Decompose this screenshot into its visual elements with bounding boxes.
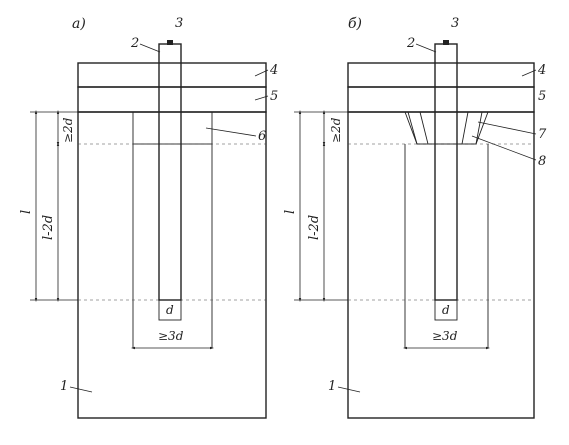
grout-pocket — [132, 111, 213, 145]
dim-l-b: l — [283, 210, 298, 214]
dim-width-a: ≥3d — [158, 329, 184, 343]
label-5-b: 5 — [538, 89, 546, 104]
top-slab — [347, 62, 535, 88]
bolt-tip — [167, 40, 173, 45]
leader-4-b — [521, 69, 537, 77]
leader-7-b — [477, 121, 537, 135]
label-8-b: 8 — [538, 154, 546, 169]
bedding-layer — [77, 86, 267, 113]
dim-width-b: ≥3d — [432, 329, 458, 343]
leader-4-a — [254, 69, 269, 77]
panel-b: б) d ≥3d l l-2d ≥2d 2 3 4 5 7 8 — [283, 16, 547, 419]
dim-d-b: d — [442, 303, 450, 317]
label-2-b: 2 — [406, 36, 415, 51]
leader-8-b — [471, 135, 537, 161]
label-7-b: 7 — [538, 127, 547, 142]
concrete-base — [77, 111, 267, 419]
label-2-a: 2 — [130, 36, 139, 51]
anchor-bolt — [434, 43, 458, 301]
anchor-bolt — [158, 43, 182, 301]
top-slab — [77, 62, 267, 88]
bolt-tip — [443, 40, 449, 45]
label-1-a: 1 — [60, 379, 68, 394]
leader-5-a — [254, 95, 269, 101]
panel-b-title: б) — [348, 16, 362, 32]
panel-a: а) d ≥3d l l-2d ≥2d 2 3 — [19, 16, 278, 419]
leader-1-b — [337, 386, 361, 393]
leader-2-b — [415, 43, 437, 53]
label-3-a: 3 — [175, 16, 183, 31]
label-5-a: 5 — [270, 89, 278, 104]
label-4-a: 4 — [269, 63, 278, 78]
dim-2d-b: ≥2d — [329, 117, 343, 143]
dim-d-a: d — [166, 303, 174, 317]
leader-1-a — [69, 386, 93, 393]
dim-l-a: l — [19, 210, 34, 214]
tapered-pocket — [404, 111, 489, 145]
leader-6-a — [205, 127, 257, 137]
dim-l2d-a: l-2d — [41, 215, 56, 240]
concrete-base — [347, 111, 535, 419]
label-1-b: 1 — [328, 379, 336, 394]
dim-l2d-b: l-2d — [307, 215, 322, 240]
label-6-a: 6 — [258, 129, 266, 144]
label-3-b: 3 — [451, 16, 459, 31]
bolt-end — [434, 299, 458, 321]
bedding-layer — [347, 86, 535, 113]
leader-2-a — [139, 43, 161, 53]
wedge-right — [461, 111, 483, 145]
bolt-end — [158, 299, 182, 321]
panel-a-title: а) — [72, 16, 86, 32]
label-4-b: 4 — [537, 63, 546, 78]
dim-2d-a: ≥2d — [61, 117, 75, 143]
